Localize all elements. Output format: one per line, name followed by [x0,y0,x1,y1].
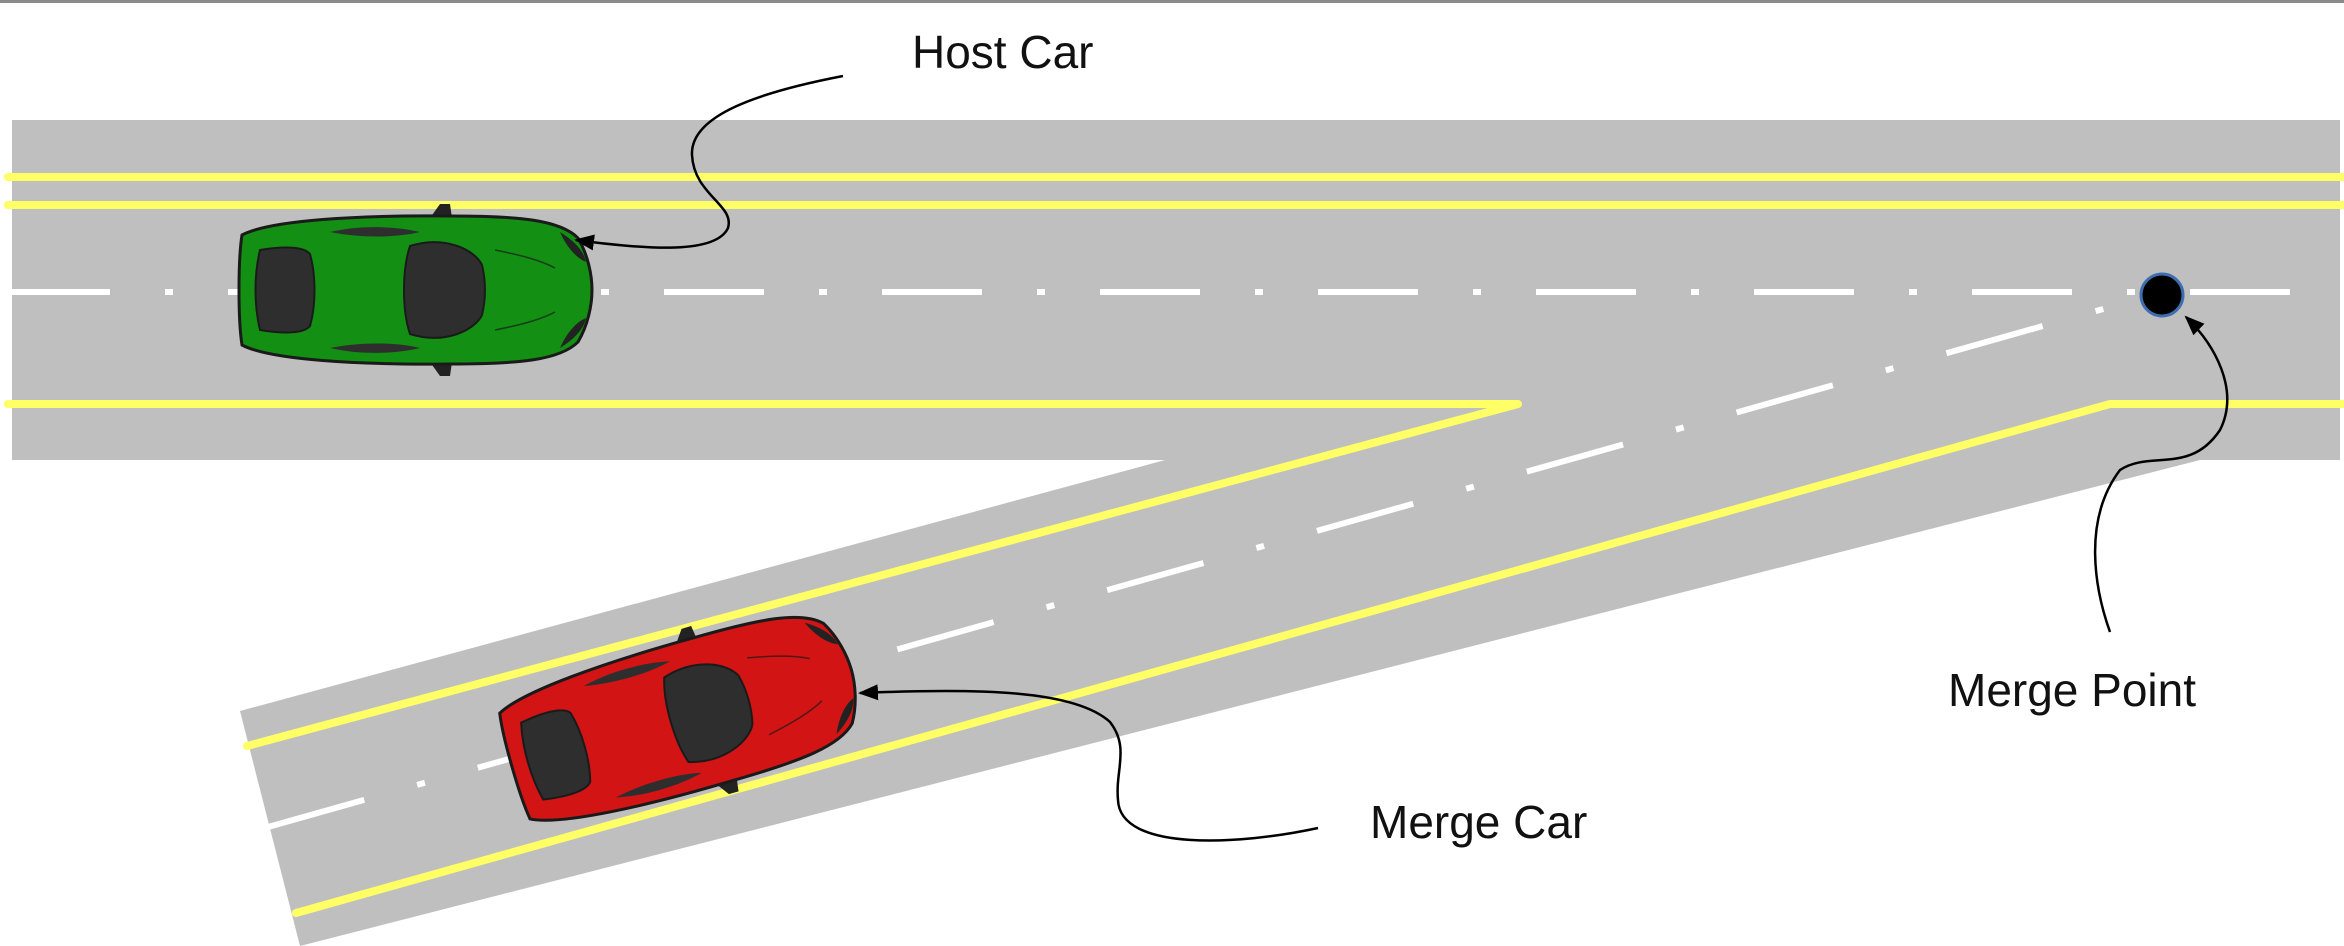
main-bottom-edge-line [4,400,1522,750]
ramp-right-edge-line [292,400,2344,917]
lane-markings [4,173,2344,917]
merge-point-label: Merge Point [1948,664,2196,716]
annotation-leaders [574,74,2229,842]
host-car-label: Host Car [912,26,1093,78]
host-car [237,202,594,378]
ramp-center-dash-line [267,297,2136,830]
merge-ramp [240,460,2200,946]
host-car-leader [574,74,844,251]
merge-car-label: Merge Car [1370,796,1587,848]
merge-point-marker-icon [2139,272,2185,318]
merge-car-leader [858,684,1319,842]
merge-point-leader [2093,315,2229,633]
